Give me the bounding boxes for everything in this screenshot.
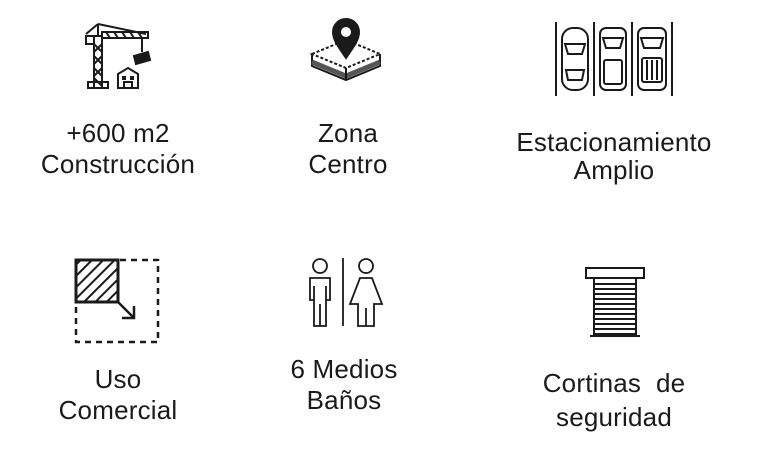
feature-label: Cortinas de seguridad [514, 366, 714, 434]
feature-label: +600 m2 Construcción [18, 118, 218, 180]
label-line-2: seguridad [556, 402, 672, 432]
label-line-2: Comercial [58, 395, 178, 425]
construction-crane-icon [80, 20, 152, 92]
label-line-1: 6 Medios [290, 354, 398, 384]
label-line-1: Cortinas de [542, 368, 686, 398]
label-line-1: +600 m2 [66, 118, 170, 148]
feature-label: Estacionamiento Amplio [484, 128, 744, 184]
label-line-2: Construcción [40, 149, 196, 179]
label-line-1: Estacionamiento [516, 127, 712, 157]
commercial-area-icon [72, 256, 162, 346]
label-line-1: Zona [317, 118, 379, 148]
parking-cars-icon [552, 20, 676, 98]
label-line-2: Baños [306, 385, 382, 415]
restroom-icon [300, 256, 386, 328]
security-shutter-icon [580, 264, 650, 340]
label-line-2: Amplio [573, 155, 655, 185]
label-line-2: Centro [308, 149, 388, 179]
label-line-1: Uso [94, 364, 142, 394]
feature-label: Uso Comercial [18, 364, 218, 426]
feature-label: Zona Centro [248, 118, 448, 180]
feature-label: 6 Medios Baños [244, 354, 444, 416]
location-pin-icon [306, 14, 386, 90]
